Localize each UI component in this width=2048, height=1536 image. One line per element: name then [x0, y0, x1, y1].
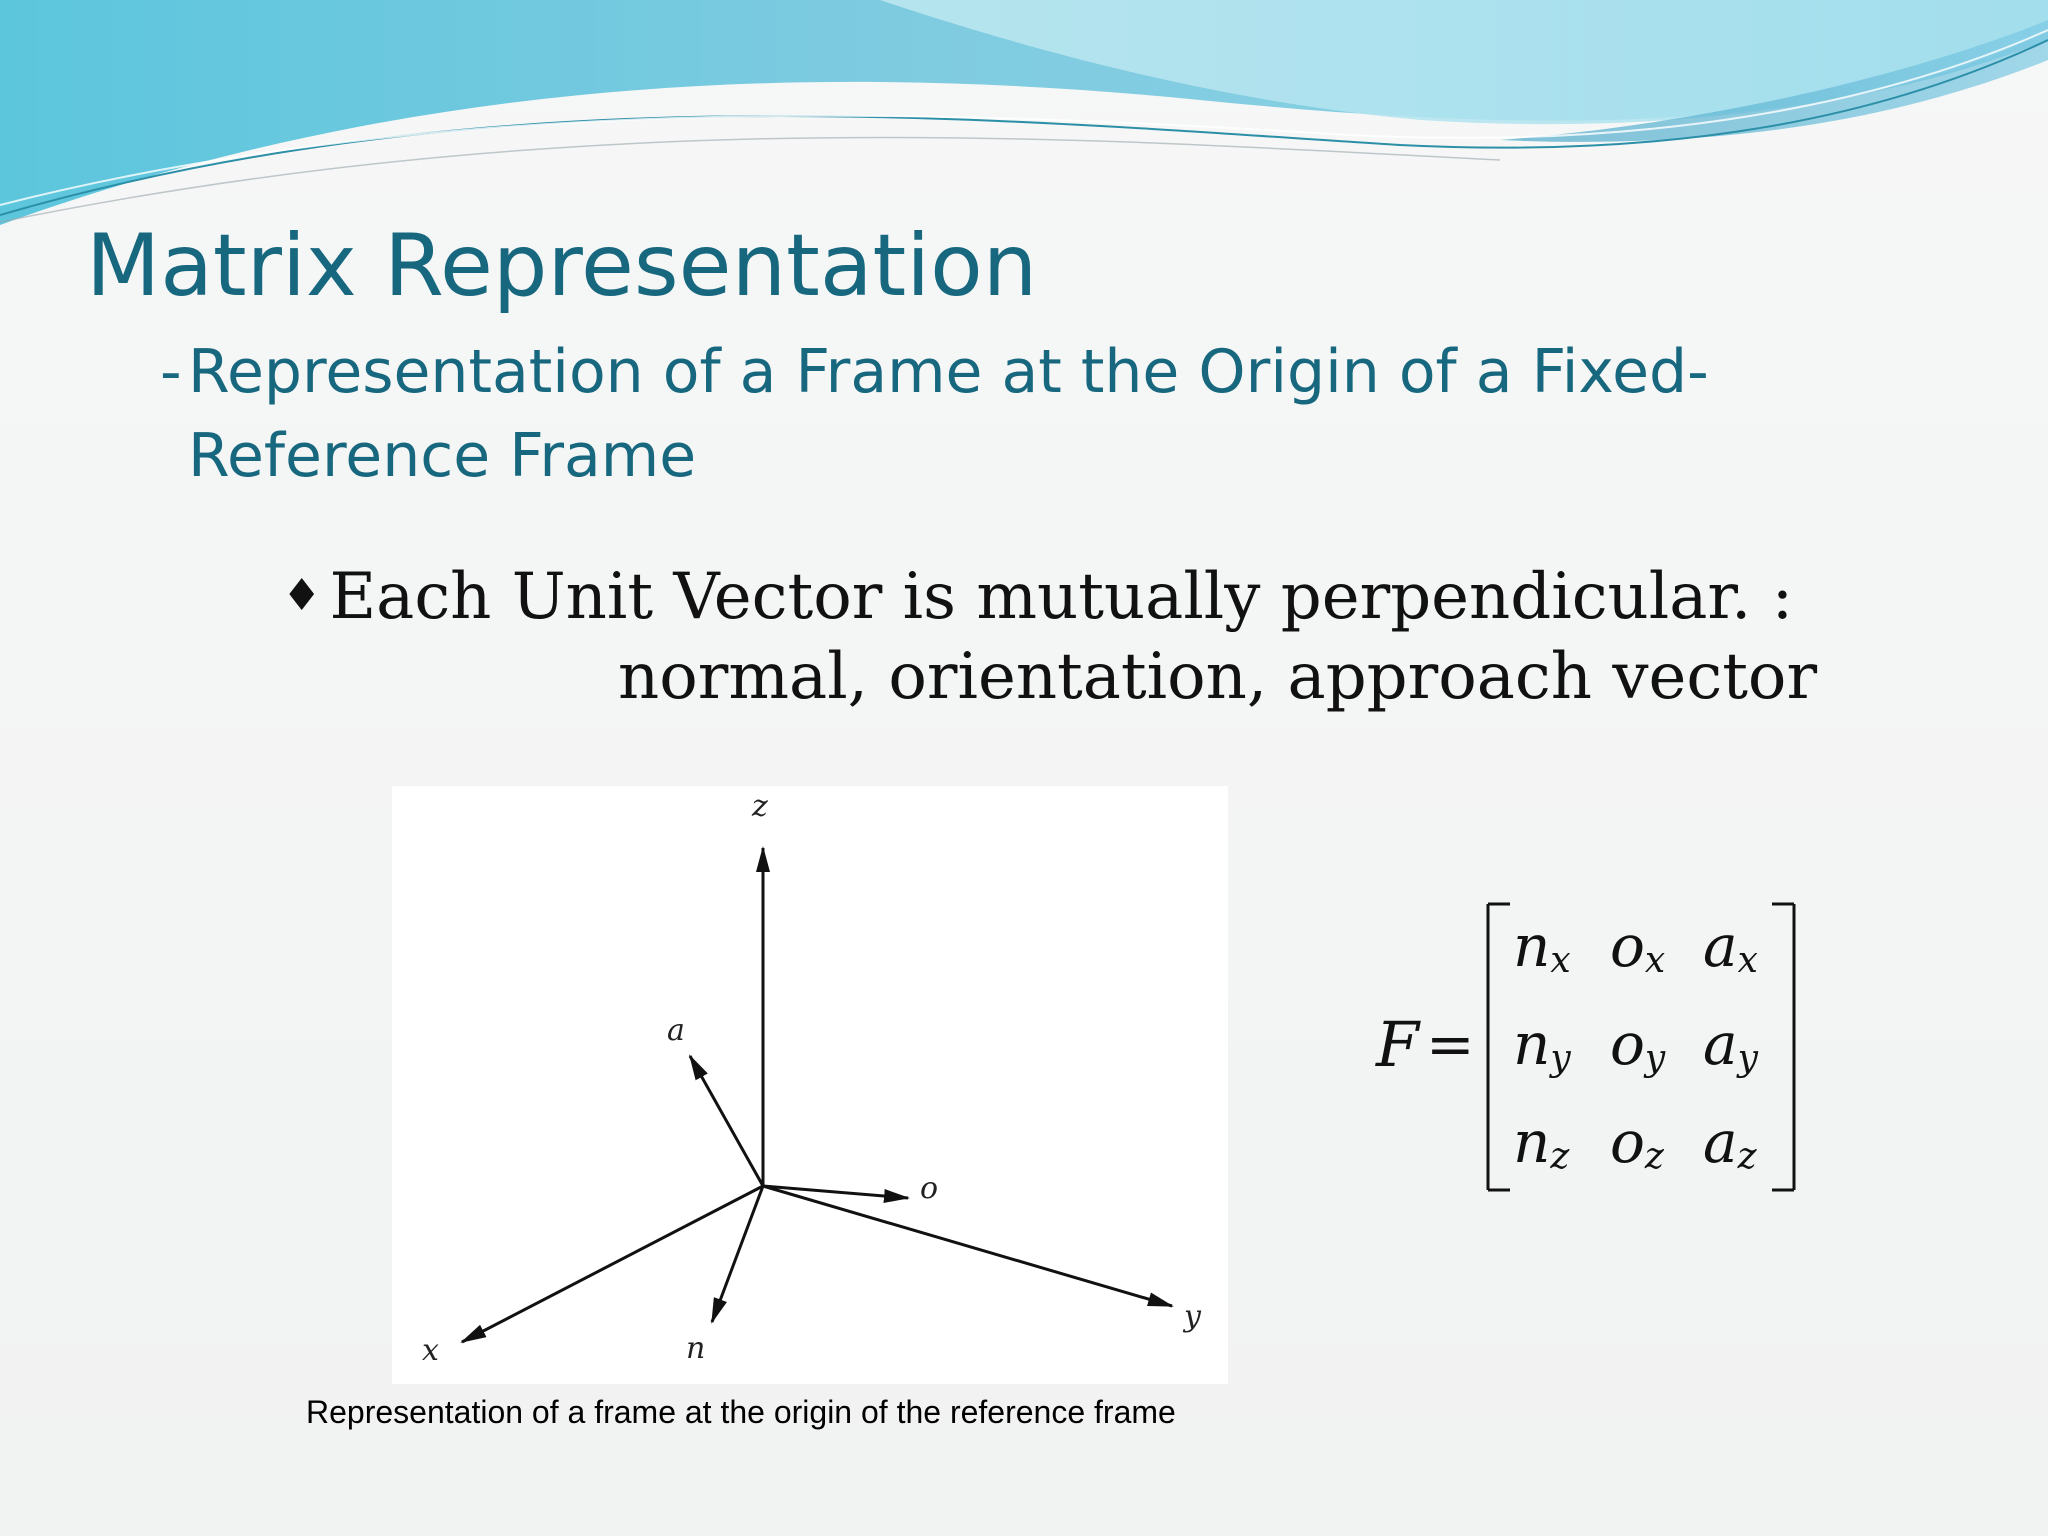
- a-vector: [688, 1054, 765, 1187]
- slide-title: Matrix Representation: [86, 216, 1038, 316]
- matrix-equals: =: [1426, 1010, 1475, 1078]
- n-vector: [710, 1185, 765, 1324]
- cell-sub: z: [1737, 1136, 1758, 1177]
- frame-figure: z x y a o n: [392, 786, 1228, 1384]
- diamond-bullet-icon: ♦: [282, 570, 322, 621]
- cell-base: a: [1703, 912, 1738, 980]
- matrix-cell: ay: [1703, 1010, 1759, 1079]
- cell-base: n: [1513, 1010, 1550, 1078]
- y-axis: [762, 1184, 1174, 1308]
- cell-base: n: [1513, 1108, 1550, 1176]
- cell-sub: x: [1738, 940, 1758, 981]
- figure-caption: Representation of a frame at the origin …: [306, 1394, 1176, 1430]
- cell-base: a: [1703, 1108, 1738, 1176]
- slide-subtitle: - Representation of a Frame at the Origi…: [160, 330, 1780, 498]
- bullet-line-2: normal, orientation, approach vector: [618, 640, 1818, 714]
- cell-sub: x: [1550, 940, 1570, 981]
- x-axis-label: x: [422, 1333, 439, 1368]
- cell-base: o: [1610, 912, 1645, 980]
- cell-sub: y: [1736, 1038, 1759, 1079]
- a-vector-label: a: [667, 1013, 685, 1048]
- matrix-cell: nz: [1513, 1108, 1570, 1177]
- matrix-cell: ax: [1703, 912, 1758, 981]
- bullet-text-1: Each Unit Vector is mutually perpendicul…: [329, 560, 1794, 634]
- cell-base: a: [1703, 1010, 1738, 1078]
- x-axis: [460, 1184, 764, 1344]
- left-bracket: [1486, 902, 1510, 1192]
- matrix-cell: ny: [1513, 1010, 1571, 1079]
- o-vector-label: o: [920, 1171, 938, 1206]
- cell-sub: y: [1643, 1038, 1666, 1079]
- frame-diagram: z x y a o n: [422, 789, 1202, 1368]
- header-wave-decoration: [0, 0, 2048, 225]
- n-vector-label: n: [686, 1331, 705, 1366]
- right-bracket: [1772, 902, 1796, 1192]
- bullet-point: ♦Each Unit Vector is mutually perpendicu…: [282, 556, 1818, 717]
- cell-sub: z: [1644, 1136, 1665, 1177]
- cell-sub: x: [1645, 940, 1665, 981]
- matrix-cell: ox: [1610, 912, 1665, 981]
- matrix-cell: az: [1703, 1108, 1758, 1177]
- bullet-line-1: ♦Each Unit Vector is mutually perpendicu…: [282, 556, 1793, 637]
- y-axis-label: y: [1182, 1299, 1202, 1334]
- matrix-cell: nx: [1513, 912, 1571, 981]
- cell-base: n: [1513, 912, 1550, 980]
- cell-sub: y: [1548, 1038, 1571, 1079]
- o-vector: [762, 1184, 910, 1203]
- matrix-cell: oy: [1610, 1010, 1666, 1079]
- cell-base: o: [1610, 1108, 1645, 1176]
- z-axis-label: z: [751, 789, 768, 824]
- cell-sub: z: [1549, 1136, 1570, 1177]
- subtitle-text: Representation of a Frame at the Origin …: [188, 337, 1709, 491]
- subtitle-dash: -: [160, 337, 182, 407]
- matrix-lhs: F: [1375, 1008, 1421, 1081]
- frame-matrix: F = nx ox ax ny oy ay nz oz az: [1375, 902, 1796, 1192]
- cell-base: o: [1610, 1010, 1645, 1078]
- matrix-cell: oz: [1610, 1108, 1665, 1177]
